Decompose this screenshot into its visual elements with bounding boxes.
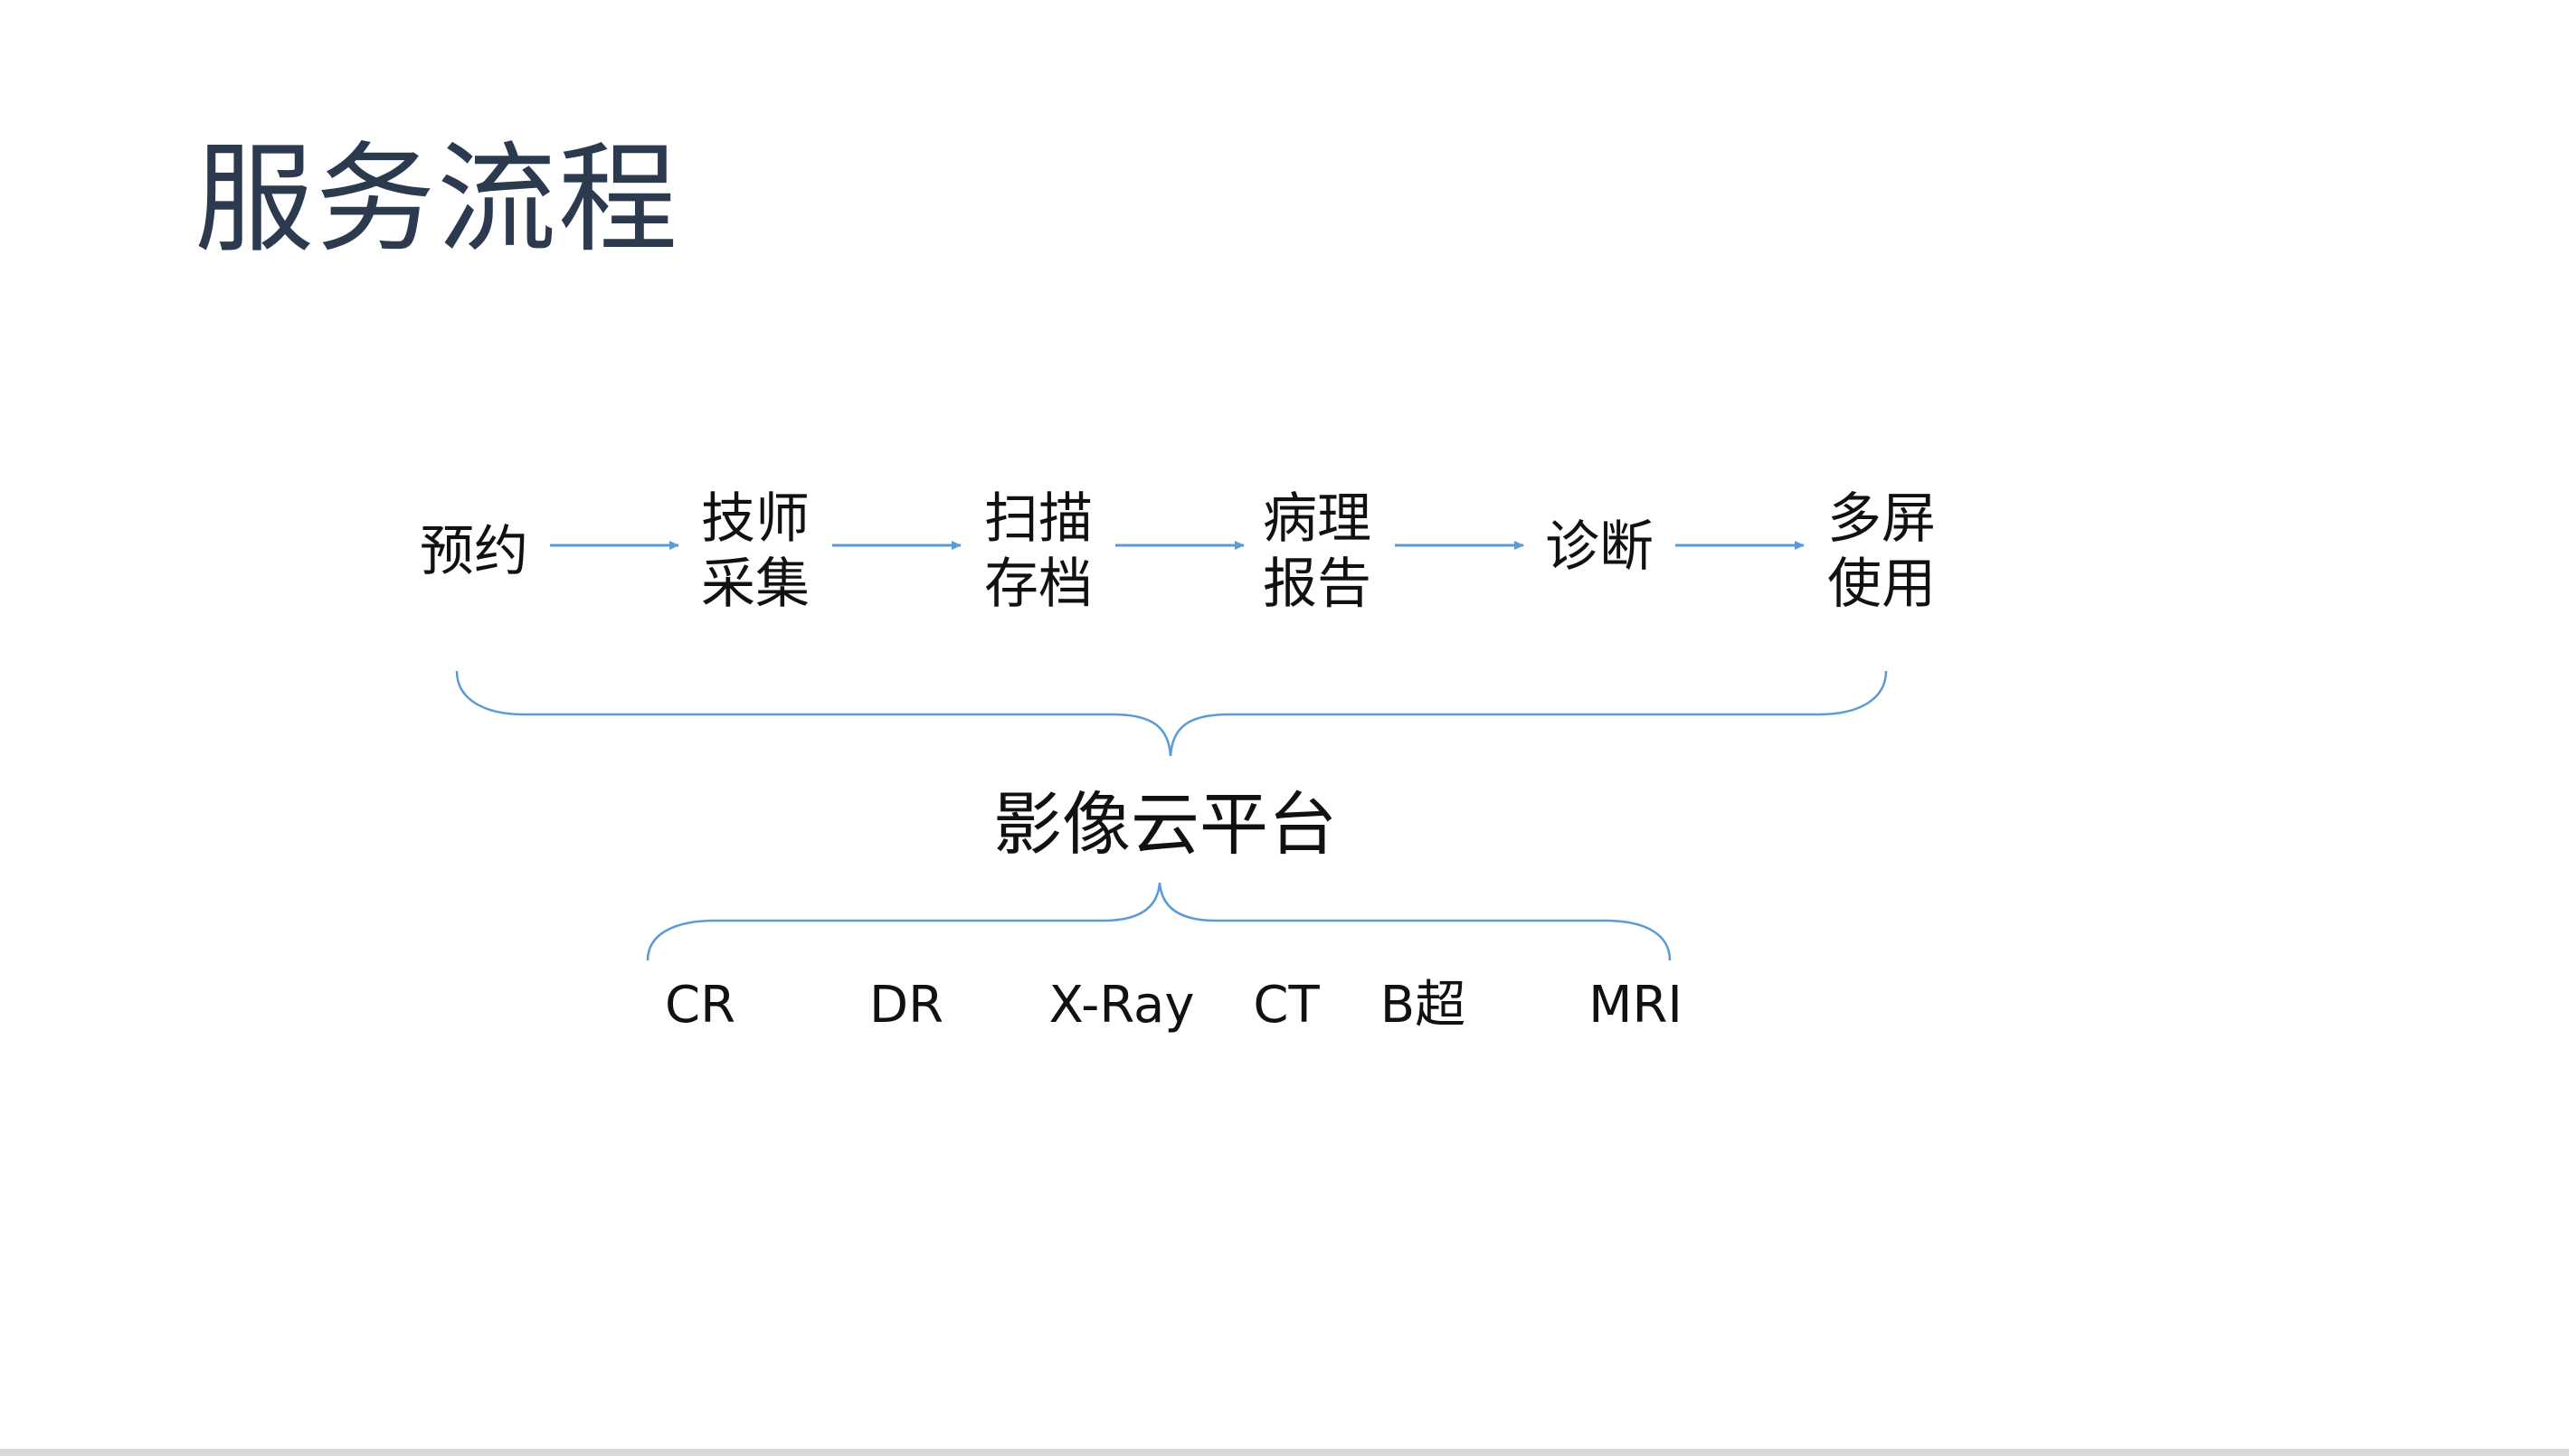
flow-step-technician-collection: 技师 采集 xyxy=(701,487,810,616)
flow-step-diagnosis: 诊断 xyxy=(1545,515,1654,579)
modality-dr: DR xyxy=(868,976,944,1035)
platform-label: 影像云平台 xyxy=(993,784,1337,865)
flow-step-appointment: 预约 xyxy=(420,520,528,583)
modality-brace xyxy=(646,882,1672,961)
flow-step-scan-archive: 扫描 存档 xyxy=(984,487,1093,616)
modality-b-ultrasound: B超 xyxy=(1379,976,1466,1035)
flow-brace xyxy=(455,670,1888,757)
flow-step-multiscreen-use: 多屏 使用 xyxy=(1827,487,1936,616)
modality-xray: X-Ray xyxy=(1048,976,1195,1035)
bottom-divider xyxy=(0,1449,2569,1456)
modality-mri: MRI xyxy=(1588,976,1683,1035)
modality-cr: CR xyxy=(664,976,736,1035)
flow-step-pathology-report: 病理 报告 xyxy=(1263,487,1371,616)
slide-title: 服务流程 xyxy=(194,130,679,269)
modality-ct: CT xyxy=(1253,976,1320,1035)
